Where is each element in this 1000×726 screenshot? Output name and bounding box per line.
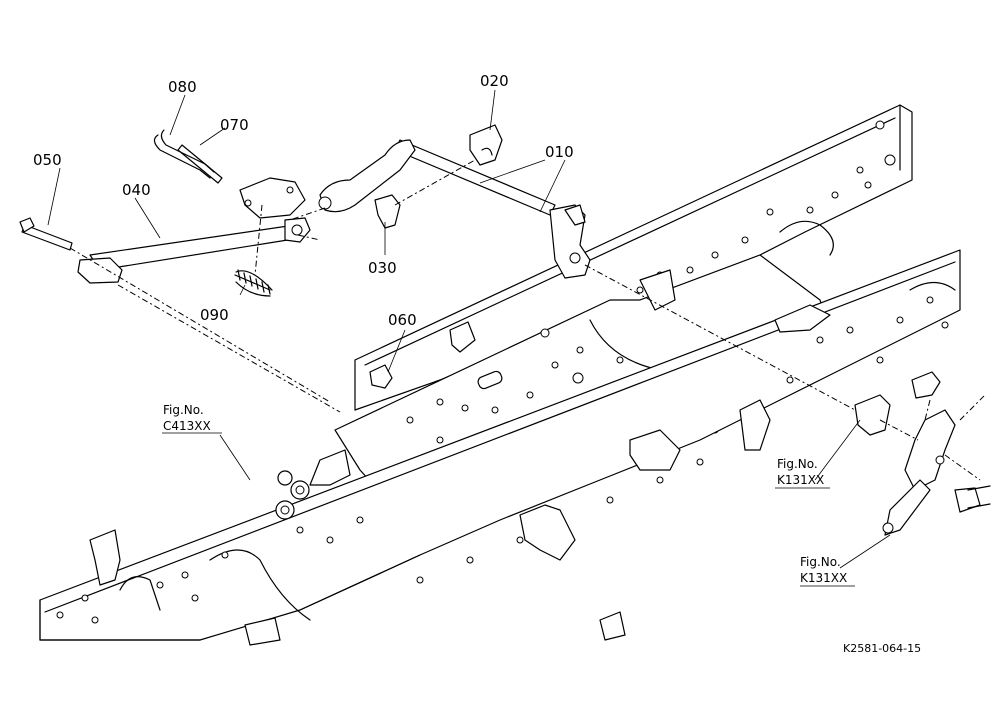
lever-bracket: [239, 177, 306, 219]
part-040-lever: [77, 217, 311, 284]
ref-c413-line2: C413XX: [163, 419, 211, 433]
tractor-frame: [39, 104, 961, 646]
part-090-spring: [234, 269, 273, 297]
label-050: 050: [33, 151, 62, 169]
ref-k131-a-line1: Fig.No.: [777, 457, 818, 471]
label-020: 020: [480, 72, 509, 90]
label-080: 080: [168, 78, 197, 96]
part-070-pin: [177, 144, 223, 184]
ref-k131-b-line2: K131XX: [800, 571, 847, 585]
ref-k131-b-line1: Fig.No.: [800, 555, 841, 569]
lower-rail-holes: [56, 296, 949, 624]
label-030: 030: [368, 259, 397, 277]
part-060-clip: [369, 364, 393, 389]
part-030-bushing: [374, 194, 401, 229]
ref-k131-a-line2: K131XX: [777, 473, 824, 487]
part-050-pin: [19, 217, 73, 251]
part-labels: 080 070 050 040 090 020 010 030 060: [33, 72, 574, 329]
label-070: 070: [220, 116, 249, 134]
figure-references: Fig.No. C413XX Fig.No. K131XX Fig.No. K1…: [163, 403, 847, 585]
leader-lines: [47, 89, 891, 587]
drawing-code: K2581-064-15: [843, 642, 921, 655]
ref-c413-line1: Fig.No.: [163, 403, 204, 417]
right-side-linkage: [854, 371, 991, 536]
part-080-hook-pin: [153, 129, 215, 179]
part-010-shaft: [318, 139, 591, 279]
label-010: 010: [545, 143, 574, 161]
part-020-plate: [469, 124, 503, 166]
label-060: 060: [388, 311, 417, 329]
assembly-centerlines: [69, 159, 986, 481]
label-040: 040: [122, 181, 151, 199]
label-090: 090: [200, 306, 229, 324]
